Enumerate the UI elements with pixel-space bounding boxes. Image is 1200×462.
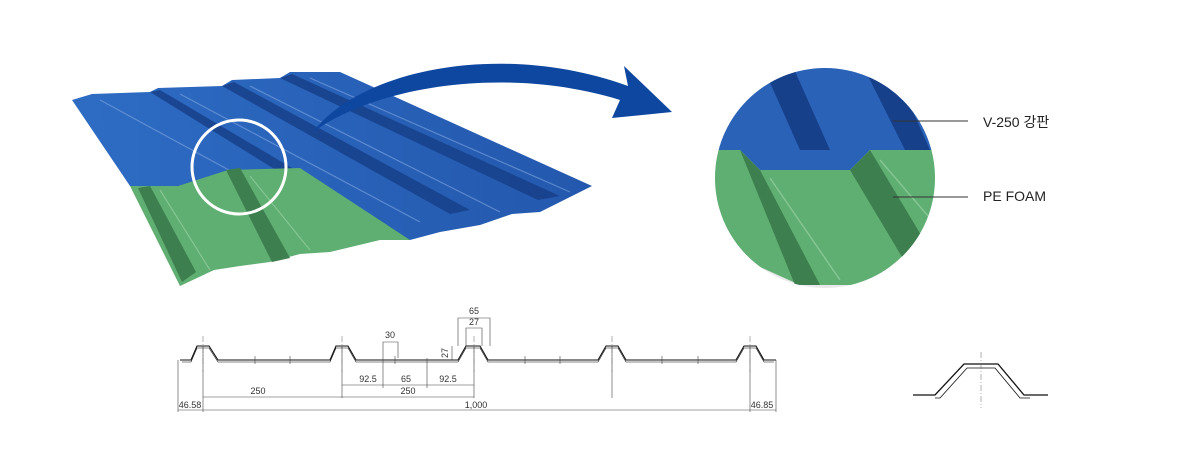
zoom-highlight-circle [190,118,288,216]
dim-pitch-mid: 250 [400,386,415,396]
center-lines [202,336,751,372]
zoom-detail [715,68,968,288]
dim-seg-b: 65 [401,374,411,384]
roof-panel-illustration [72,72,592,286]
dim-rib-top-inner: 27 [469,317,479,327]
dim-rib-top-small: 30 [385,330,395,340]
dim-seg-a: 92.5 [359,374,377,384]
zoom-arrow [313,63,672,132]
dim-rib-top: 65 [469,306,479,316]
steel-label: V-250 강판 [983,114,1050,130]
dim-edge-right: 46.85 [751,400,774,410]
rib-cross-section [913,352,1048,408]
profile-line [180,345,776,361]
dim-seg-c: 92.5 [439,374,457,384]
dimension-lines [177,317,777,412]
steel-sheet [72,72,592,240]
dim-total: 1,000 [465,400,488,410]
dim-pitch-left: 250 [250,386,265,396]
section-profile [180,345,776,363]
dim-edge-left: 46.58 [179,400,202,410]
foam-label: PE FOAM [983,188,1047,204]
dim-rib-height: 27 [440,348,450,358]
foam-ribs [138,168,290,282]
